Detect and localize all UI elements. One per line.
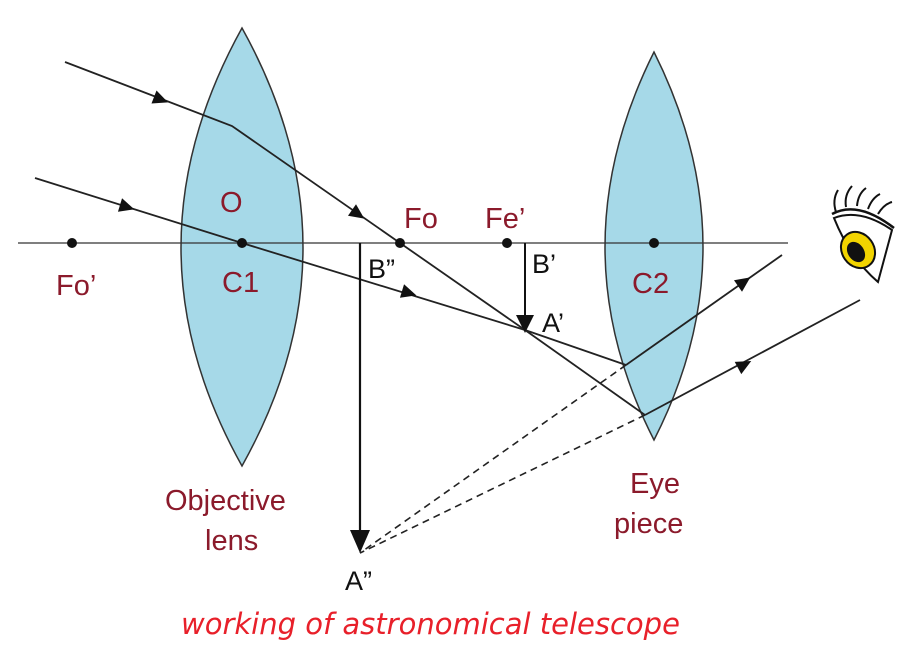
label-c1: C1 — [222, 267, 259, 299]
label-fo: Fo — [404, 203, 438, 235]
label-a-double-prime: A” — [345, 566, 372, 596]
image-a-prime-arrowhead — [516, 315, 534, 333]
label-objective-line2: lens — [205, 525, 258, 557]
virtual-ray-lower — [359, 414, 646, 554]
point-c2 — [649, 238, 659, 248]
point-fo — [395, 238, 405, 248]
label-eyepiece-line2: piece — [614, 508, 683, 540]
ray-a-prime-to-eyepiece-lower — [524, 329, 646, 416]
diagram-caption: working of astronomical telescope — [181, 607, 680, 641]
label-fo-prime: Fo’ — [56, 270, 96, 302]
label-c2: C2 — [632, 268, 669, 300]
virtual-ray-upper — [359, 364, 627, 554]
ray-upper — [64, 61, 526, 331]
label-objective-line1: Objective — [165, 485, 286, 517]
point-fe-prime — [502, 238, 512, 248]
eye-icon — [831, 185, 895, 284]
ray-arrowheads — [117, 90, 752, 375]
image-a-double-prime-arrowhead — [350, 530, 370, 553]
ray-a-prime-to-eyepiece-upper — [524, 329, 627, 366]
emergent-ray-lower — [644, 299, 861, 416]
emergent-ray-upper — [625, 254, 783, 366]
point-c1 — [237, 238, 247, 248]
point-fo-prime — [67, 238, 77, 248]
label-o: O — [220, 187, 243, 219]
label-eyepiece-line1: Eye — [630, 468, 680, 500]
label-a-prime: A’ — [542, 308, 564, 338]
label-b-prime: B’ — [532, 249, 556, 279]
label-b-double-prime: B” — [368, 254, 395, 284]
label-fe-prime: Fe’ — [485, 203, 525, 235]
